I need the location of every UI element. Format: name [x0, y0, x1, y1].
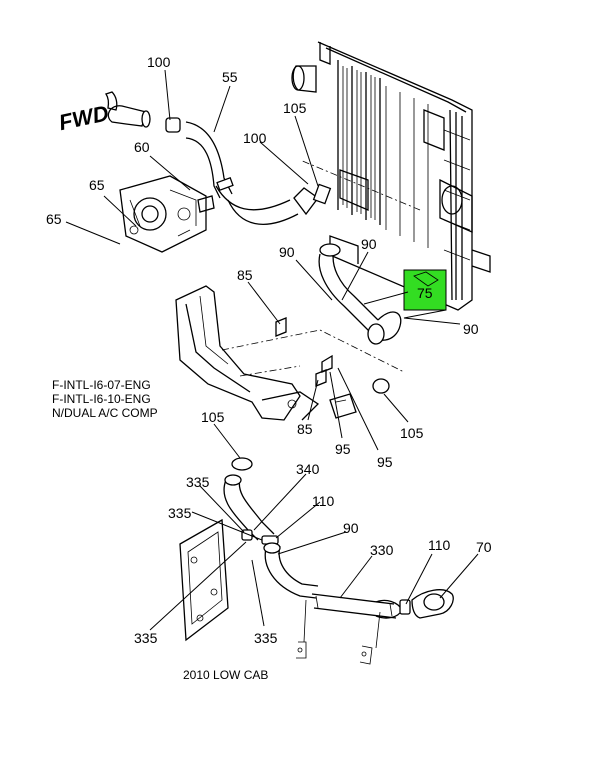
callout-90: 90 — [343, 520, 359, 536]
bracket-85-upper — [275, 317, 287, 337]
upper-hose-55 — [107, 105, 319, 225]
callout-335: 335 — [186, 474, 210, 490]
callout-90: 90 — [361, 236, 377, 252]
callout-55: 55 — [222, 69, 238, 85]
callout-60: 60 — [134, 139, 150, 155]
callout-95: 95 — [377, 454, 393, 470]
callout-340: 340 — [296, 461, 320, 477]
callout-105: 105 — [400, 425, 424, 441]
applicability-notes: F-INTL-I6-07-ENG F-INTL-I6-10-ENG N/DUAL… — [52, 378, 158, 420]
mounting-studs — [296, 599, 381, 665]
callout-335: 335 — [134, 630, 158, 646]
fwd-label: FWD — [57, 100, 111, 135]
note-line-2: F-INTL-I6-10-ENG — [52, 392, 151, 406]
note-line-1: F-INTL-I6-07-ENG — [52, 378, 151, 392]
callout-70: 70 — [476, 539, 492, 555]
callout-90: 90 — [279, 244, 295, 260]
callout-65: 65 — [89, 177, 105, 193]
hose-90-lower — [263, 542, 319, 599]
connector-105-top — [312, 183, 332, 205]
crossmember-frame — [175, 285, 405, 421]
callout-330: 330 — [370, 542, 394, 558]
leader-lines — [65, 69, 479, 631]
fwd-arrow-icon: FWD — [57, 91, 118, 135]
elbow-70 — [411, 589, 454, 619]
callout-75[interactable]: 75 — [417, 285, 433, 301]
callout-90: 90 — [463, 321, 479, 337]
callout-labels: 100 55 105 100 60 65 65 90 90 75 90 85 8… — [46, 54, 492, 646]
hose-90-upper — [318, 243, 402, 345]
clamp-110 — [399, 599, 411, 615]
part-75-highlight[interactable] — [403, 269, 447, 311]
callout-335: 335 — [254, 630, 278, 646]
bracket-95 — [321, 354, 357, 419]
radiator-assembly — [291, 41, 491, 311]
callout-85: 85 — [237, 267, 253, 283]
tube-330 — [311, 593, 403, 619]
diagram-caption: 2010 LOW CAB — [183, 668, 268, 682]
callout-105: 105 — [201, 409, 225, 425]
connector-105-mid — [372, 378, 390, 394]
connector-105-lower — [231, 457, 253, 471]
callout-65: 65 — [46, 211, 62, 227]
compressor-bracket-60 — [119, 175, 215, 253]
note-line-3: N/DUAL A/C COMP — [52, 406, 158, 420]
callout-85: 85 — [297, 421, 313, 437]
callout-100: 100 — [243, 130, 267, 146]
callout-110: 110 — [428, 537, 451, 553]
callout-105: 105 — [283, 100, 307, 116]
callout-335: 335 — [168, 505, 192, 521]
callout-110: 110 — [312, 493, 335, 509]
callout-95: 95 — [335, 441, 351, 457]
callout-100: 100 — [147, 54, 171, 70]
fan-shroud-bracket — [179, 518, 229, 642]
